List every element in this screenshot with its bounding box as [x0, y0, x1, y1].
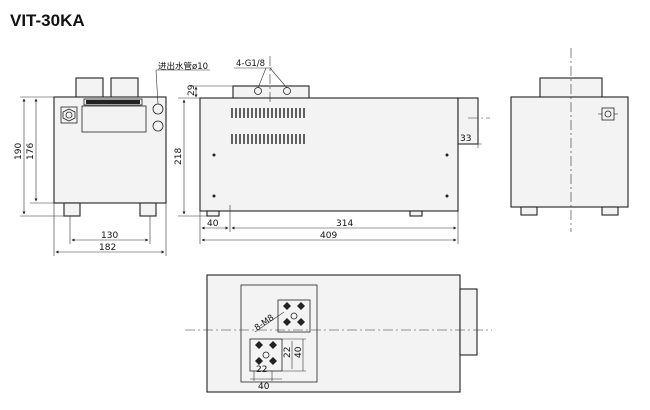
side-dim-offset: 40 — [207, 219, 219, 229]
top-holes-upper — [283, 302, 305, 326]
product-title: VIT-30KA — [10, 11, 85, 30]
rear-foot-right — [601, 206, 619, 216]
front-window — [81, 105, 147, 133]
side-dim-length-inner: 314 — [336, 219, 353, 229]
side-dim-depth: 33 — [460, 134, 471, 144]
top-dim-square-d: 40 — [258, 382, 270, 392]
front-view: 进出水管ø10 190 176 130 182 — [14, 61, 210, 256]
front-connector-plate — [83, 98, 143, 106]
side-dim-port: 4-G1/8 — [236, 59, 265, 69]
side-top-fitting — [232, 85, 310, 100]
front-top-fitting-right — [110, 77, 139, 99]
front-dim-height-inner: 176 — [26, 143, 36, 160]
side-body — [199, 97, 459, 212]
side-vent-lower — [231, 134, 305, 144]
side-dim-length-outer: 409 — [320, 231, 337, 241]
top-view: 8-M8 22 40 22 40 — [185, 274, 492, 393]
side-foot-left — [206, 210, 220, 217]
water-pipe-note: 进出水管ø10 — [158, 61, 208, 72]
rear-view — [510, 48, 629, 232]
front-dim-width-outer: 182 — [99, 243, 116, 253]
side-dim-top: 29 — [187, 84, 197, 96]
top-body — [206, 274, 461, 393]
water-port-outlet-icon — [152, 120, 164, 132]
front-top-fitting-left — [75, 77, 104, 99]
front-dim-height-outer: 190 — [14, 143, 24, 160]
top-dim-square-c: 22 — [256, 365, 267, 375]
top-rear-boss — [459, 288, 478, 356]
front-foot-right — [139, 202, 157, 217]
rear-foot-left — [520, 206, 538, 216]
rear-body — [510, 96, 629, 208]
side-vent-upper — [231, 108, 305, 118]
top-holes-lower — [255, 341, 277, 365]
rear-receptacle-icon — [598, 107, 618, 121]
side-port-right — [283, 87, 291, 95]
side-view: 4-G1/8 29 218 33 40 314 409 — [174, 59, 482, 244]
front-dim-width-inner: 130 — [101, 231, 118, 241]
side-foot-right — [409, 210, 423, 217]
top-dim-square-a: 22 — [283, 347, 293, 358]
top-mount-plate — [240, 284, 318, 383]
side-dim-height: 218 — [174, 148, 184, 165]
front-body — [53, 96, 167, 204]
power-receptacle-icon — [60, 106, 78, 124]
front-connector-strip — [86, 100, 140, 104]
top-dim-square-b: 40 — [294, 346, 304, 358]
top-square-lower — [249, 338, 283, 372]
front-foot-left — [63, 202, 81, 217]
